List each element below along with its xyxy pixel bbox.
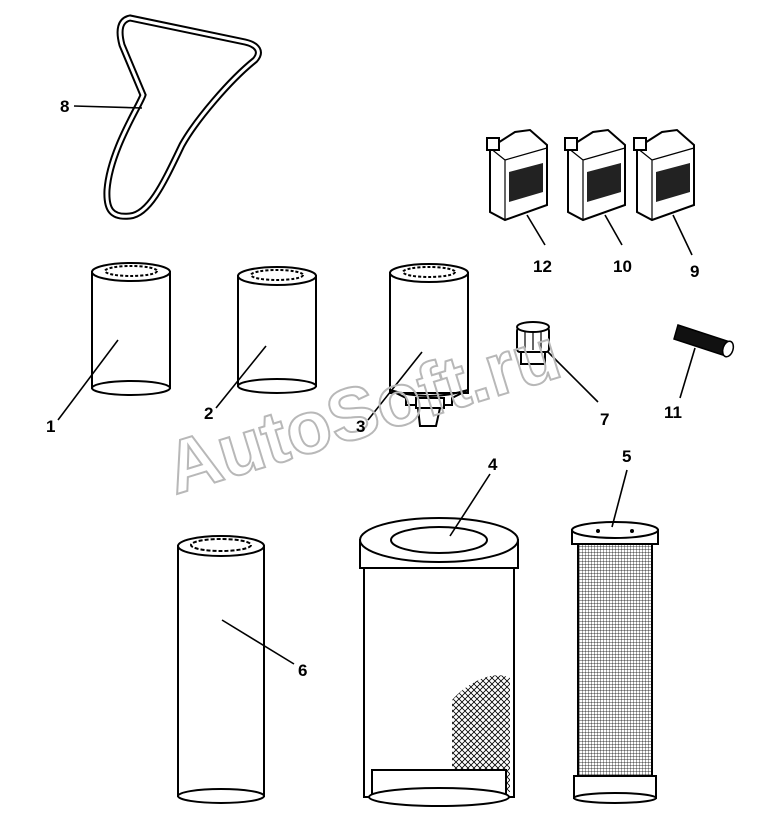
callout-11: 11 <box>664 403 682 422</box>
spin-on-filter-icon <box>91 262 171 396</box>
filter-6 <box>177 535 295 804</box>
oil-canister-icon <box>564 128 626 222</box>
air-filter-element-icon <box>359 517 519 807</box>
callout-7: 7 <box>600 410 609 429</box>
callout-12: 12 <box>533 257 552 276</box>
filter-1 <box>57 262 171 421</box>
air-filter-element-icon <box>571 521 659 804</box>
oil-canister-9 <box>633 128 695 256</box>
callout-6: 6 <box>298 661 307 680</box>
air-filter-4 <box>359 473 519 807</box>
oil-canister-icon <box>633 128 695 222</box>
filter-3 <box>367 263 469 427</box>
callout-4: 4 <box>488 455 498 474</box>
filter-2 <box>215 266 317 409</box>
spin-on-filter-icon <box>237 266 317 394</box>
belt-part <box>73 14 262 220</box>
callout-10: 10 <box>613 257 632 276</box>
oil-canister-icon <box>486 128 548 222</box>
oil-canister-10 <box>564 128 626 246</box>
callout-1: 1 <box>46 417 55 436</box>
watermark: AutoSoft.ru <box>156 311 569 509</box>
callout-9: 9 <box>690 262 699 281</box>
cylindrical-pin-icon <box>673 324 735 358</box>
serpentine-belt-icon <box>103 14 262 220</box>
callout-5: 5 <box>622 447 631 466</box>
callout-8: 8 <box>60 97 69 116</box>
callout-3: 3 <box>356 417 365 436</box>
pin-part <box>673 324 735 399</box>
callout-2: 2 <box>204 404 213 423</box>
breather-cap-icon <box>516 321 550 365</box>
spin-on-filter-icon <box>389 263 469 427</box>
spin-on-filter-icon <box>177 535 265 804</box>
oil-canister-12 <box>486 128 548 246</box>
breather-cap-part <box>516 321 599 403</box>
air-filter-5 <box>571 469 659 804</box>
